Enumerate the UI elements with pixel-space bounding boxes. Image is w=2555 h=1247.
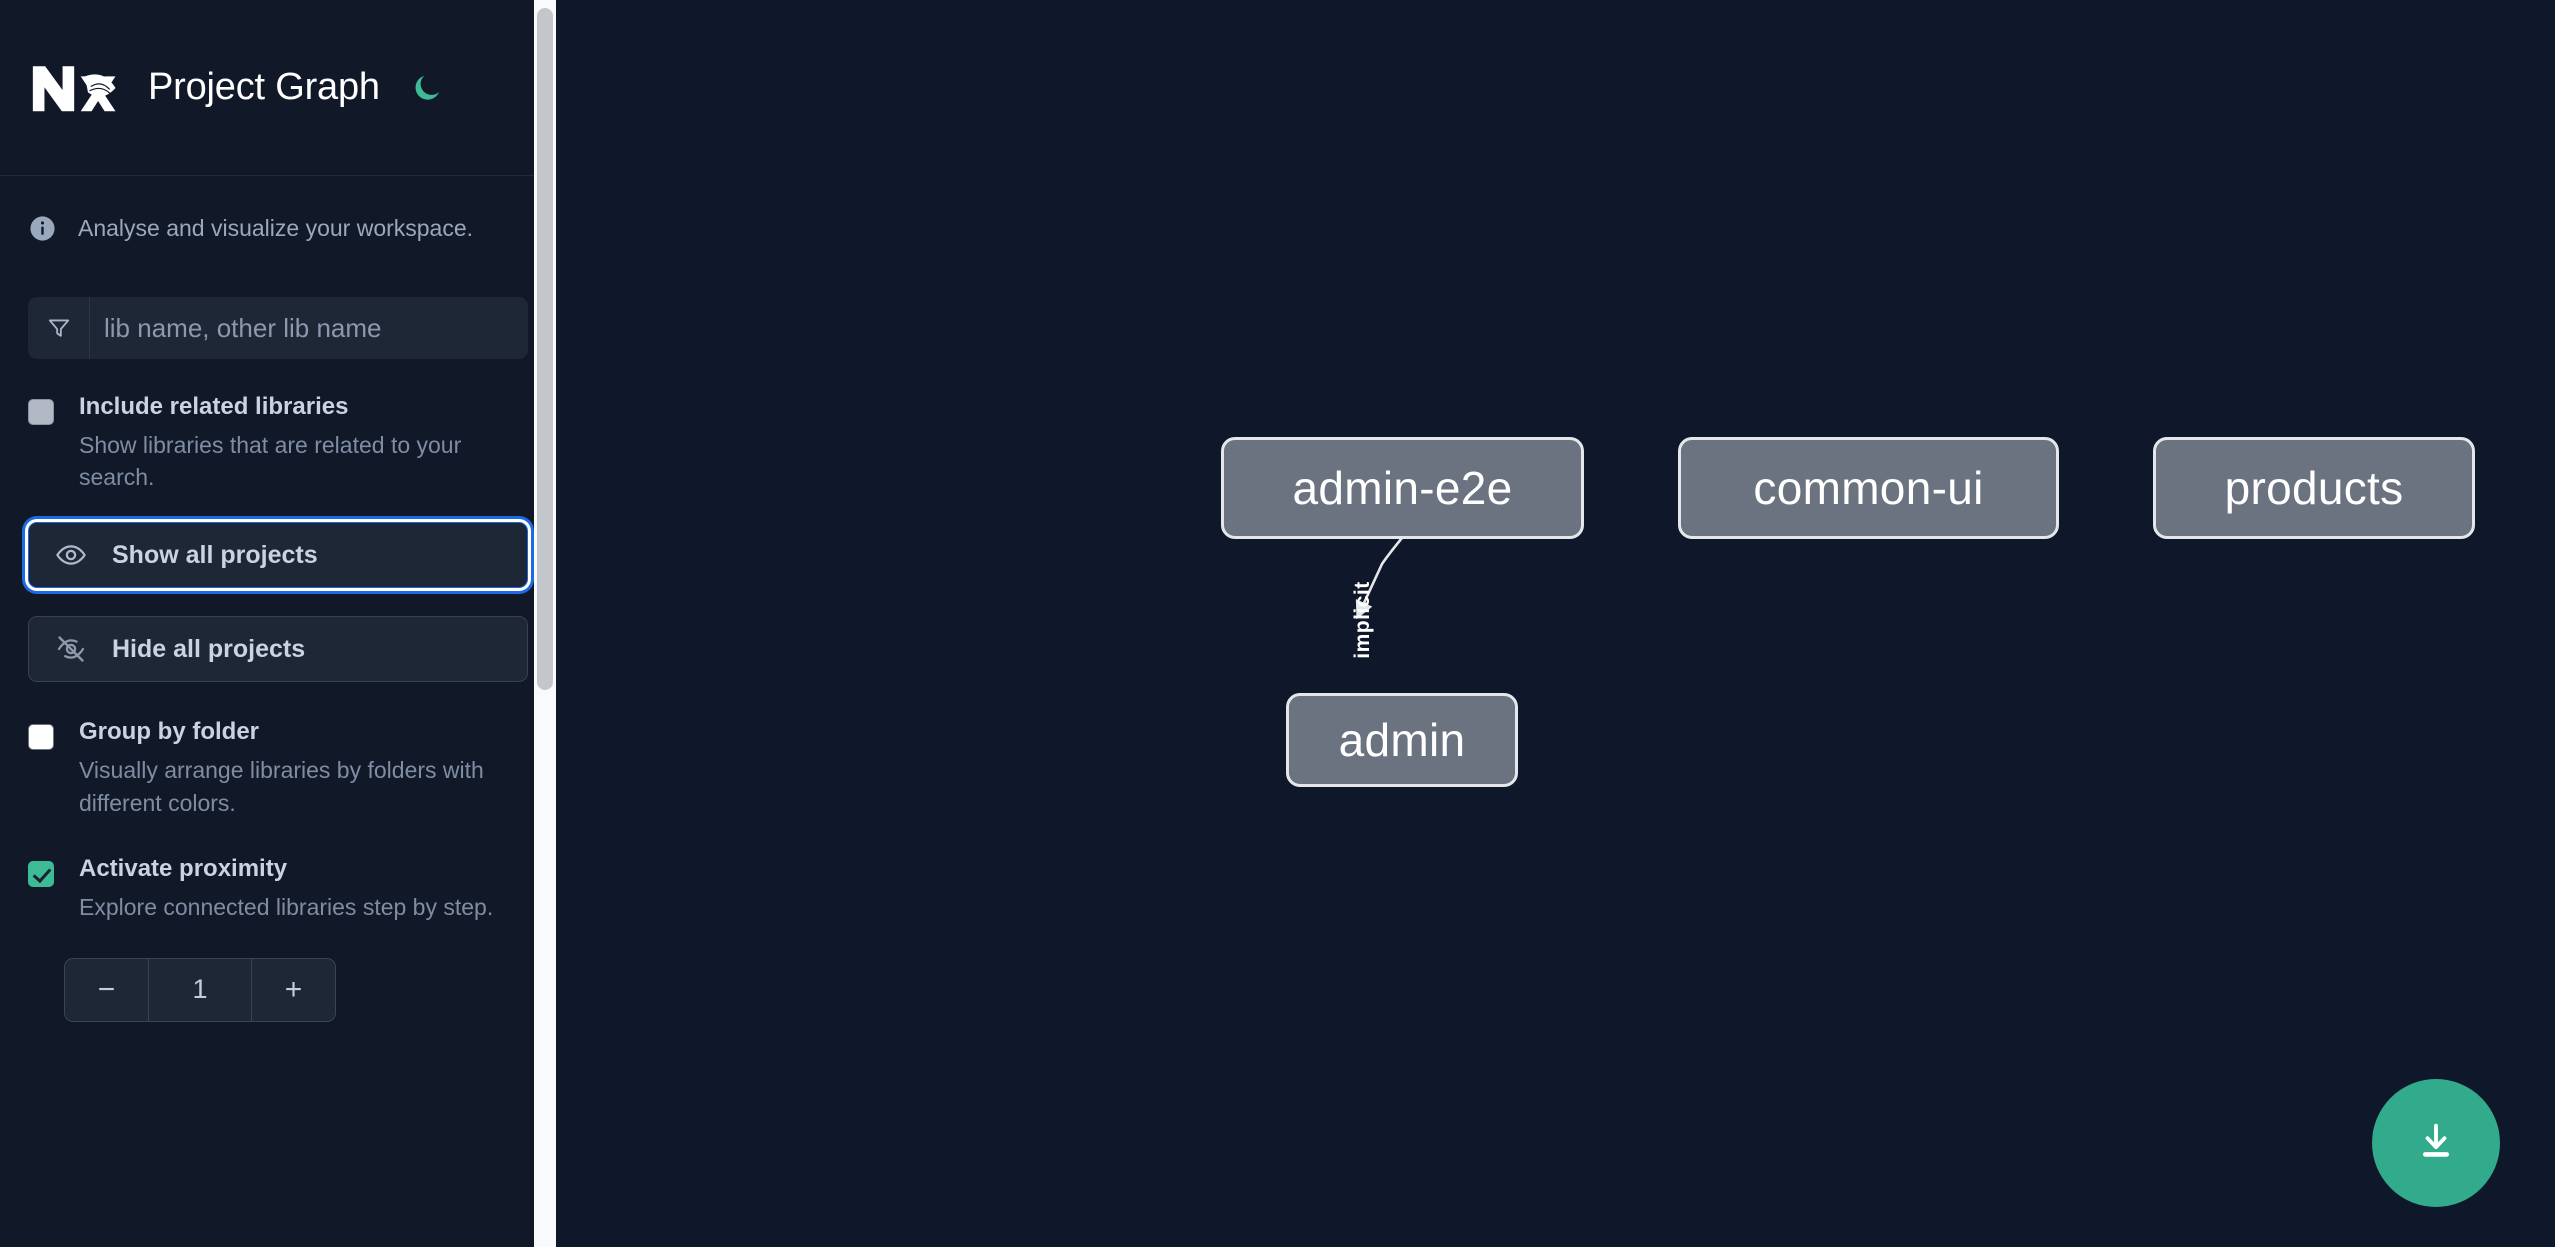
show-all-projects-button[interactable]: Show all projects (28, 522, 528, 589)
option-include-related-libraries[interactable]: Include related libraries Show libraries… (28, 393, 528, 494)
graph-node-products[interactable]: products (2153, 437, 2475, 539)
option-description: Show libraries that are related to your … (79, 431, 462, 491)
graph-node-admin[interactable]: admin (1286, 693, 1518, 787)
option-activate-proximity[interactable]: Activate proximity Explore connected lib… (28, 855, 528, 923)
sidebar-body: Analyse and visualize your workspace. In… (0, 176, 556, 1022)
workspace-info-text: Analyse and visualize your workspace. (78, 215, 474, 241)
download-graph-button[interactable] (2372, 1079, 2500, 1207)
option-label: Group by folder (79, 718, 259, 746)
checkbox-activate-proximity[interactable] (28, 861, 54, 888)
sidebar-scrollbar[interactable] (534, 0, 556, 1247)
graph-node-admin-e2e[interactable]: admin-e2e (1221, 437, 1584, 539)
eye-slash-icon (55, 633, 87, 665)
nx-logo-icon (28, 59, 116, 117)
option-label: Activate proximity (79, 855, 288, 883)
show-all-projects-label: Show all projects (112, 540, 318, 569)
search-input[interactable] (90, 297, 528, 359)
eye-icon (55, 539, 87, 571)
option-description: Explore connected libraries step by step… (79, 894, 494, 921)
app-title: Project Graph (148, 66, 380, 108)
sidebar: Project Graph Analyse and visualize your… (0, 0, 556, 1247)
stepper-decrement-button[interactable]: − (65, 958, 149, 1021)
moon-icon[interactable] (406, 67, 448, 109)
workspace-info: Analyse and visualize your workspace. (28, 176, 528, 245)
download-icon (2413, 1118, 2459, 1169)
checkbox-include-related-libraries[interactable] (28, 399, 54, 425)
option-description: Visually arrange libraries by folders wi… (79, 756, 484, 816)
stepper-increment-button[interactable]: + (251, 958, 335, 1021)
checkbox-group-by-folder[interactable] (28, 724, 54, 751)
edge-label-implicit-admin: implicit (1351, 581, 1374, 659)
info-circle-icon (28, 214, 57, 243)
filter-funnel-icon (28, 297, 90, 359)
stepper-value: 1 (192, 974, 208, 1005)
option-group-by-folder[interactable]: Group by folder Visually arrange librari… (28, 718, 528, 819)
graph-edges (1355, 502, 1419, 620)
option-label: Include related libraries (79, 393, 349, 420)
search-bar[interactable] (28, 297, 528, 359)
hide-all-projects-label: Hide all projects (112, 634, 306, 663)
sidebar-scrollbar-thumb[interactable] (537, 8, 553, 690)
hide-all-projects-button[interactable]: Hide all projects (28, 616, 528, 683)
graph-node-common-ui[interactable]: common-ui (1678, 437, 2059, 539)
sidebar-header: Project Graph (0, 0, 556, 176)
proximity-stepper: − 1 + (64, 957, 336, 1022)
graph-canvas[interactable]: implicit implicit admin-e2e common-ui pr… (556, 0, 2555, 1247)
